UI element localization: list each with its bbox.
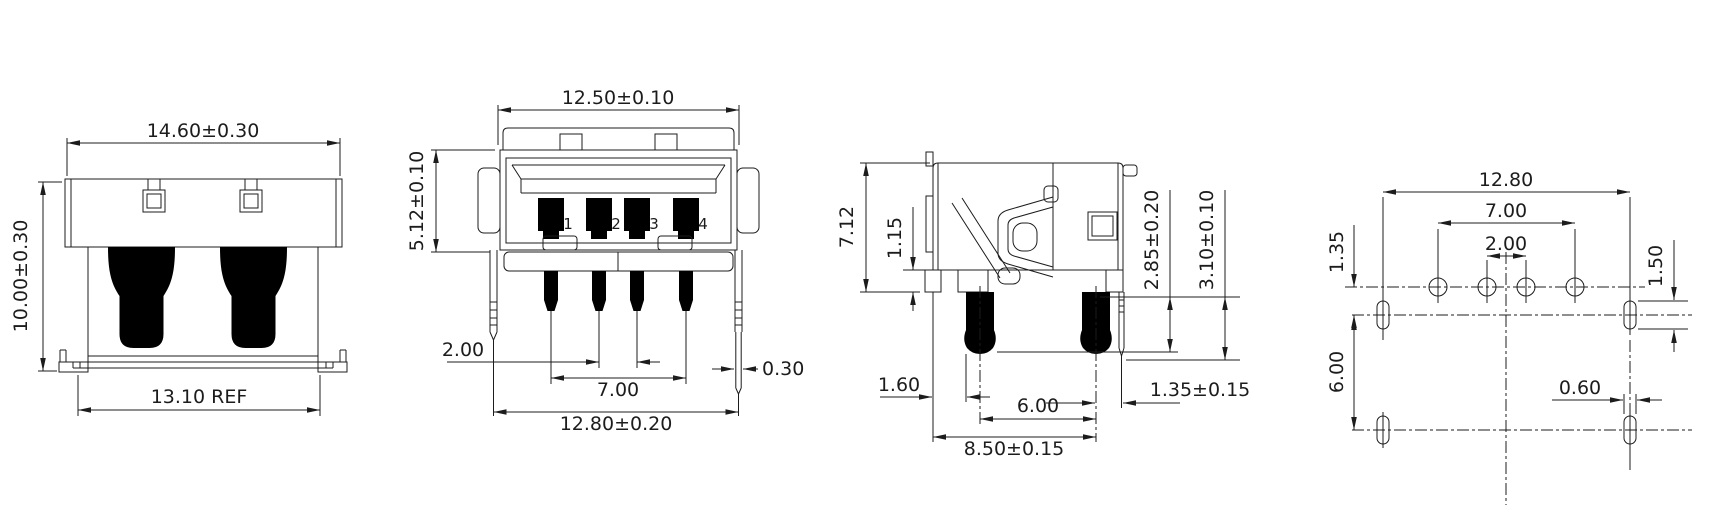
dim-side-standoff: 1.15 xyxy=(884,217,906,259)
dim-fp-slot-length: 1.50 xyxy=(1645,245,1667,287)
face-body-outline: 1 2 3 4 xyxy=(477,127,760,396)
dim-front-height: 10.00±0.30 xyxy=(10,220,32,333)
usb-tongue xyxy=(511,164,726,194)
contact-1 xyxy=(538,198,564,239)
dim-front-width: 14.60±0.30 xyxy=(147,120,260,142)
dim-face-span: 7.00 xyxy=(597,379,639,401)
shell-leg-left xyxy=(489,250,498,342)
pin-label-1: 1 xyxy=(563,215,573,233)
pin-3 xyxy=(630,265,644,316)
dim-face-width: 12.50±0.10 xyxy=(562,87,675,109)
dim-fp-row-gap: 6.00 xyxy=(1326,351,1348,393)
view-front: 14.60±0.30 10.00±0.30 13.10 REF xyxy=(10,120,348,416)
view-footprint: 12.80 7.00 2.00 1.35 6.00 1.50 0.60 xyxy=(1326,169,1692,505)
contact-4 xyxy=(673,198,699,239)
contact-spring-right xyxy=(220,247,287,348)
dim-side-back-leg: 1.35±0.15 xyxy=(1150,379,1251,401)
side-ear-left xyxy=(477,167,501,234)
dim-side-leg-length: 3.10±0.10 xyxy=(1196,190,1218,291)
contact-3 xyxy=(624,198,650,239)
front-body-outline xyxy=(58,178,348,373)
dim-side-height: 7.12 xyxy=(836,206,858,248)
dim-fp-shell-span: 12.80 xyxy=(1479,169,1533,191)
face-dimensions: 12.50±0.10 5.12±0.10 2.00 7.00 12.80±0.2… xyxy=(406,87,804,435)
side-dimensions: 7.12 1.15 2.85±0.20 3.10±0.10 1.60 6.00 xyxy=(836,162,1251,460)
dim-fp-pin-span: 7.00 xyxy=(1485,200,1527,222)
dim-side-pin-length: 2.85±0.20 xyxy=(1141,190,1163,291)
latch-spring xyxy=(997,196,1054,278)
pin-label-4: 4 xyxy=(698,215,708,233)
dim-face-pitch: 2.00 xyxy=(442,339,484,361)
dim-side-overall: 8.50±0.15 xyxy=(964,438,1065,460)
dim-face-legs: 12.80±0.20 xyxy=(560,413,673,435)
dim-fp-row-offset: 1.35 xyxy=(1326,231,1348,273)
contact-2 xyxy=(586,198,612,239)
pin-label-3: 3 xyxy=(649,215,659,233)
contact-spring-left xyxy=(108,247,175,348)
dim-fp-pitch: 2.00 xyxy=(1485,233,1527,255)
back-shell-leg xyxy=(1118,292,1125,358)
dim-face-thick: 0.30 xyxy=(762,358,804,380)
pin-1 xyxy=(544,265,558,316)
shell-leg-right xyxy=(734,250,743,332)
dim-front-base: 13.10 REF xyxy=(151,386,248,408)
view-face: 1 2 3 4 12.50±0.10 xyxy=(406,87,804,435)
footprint-dimensions: 12.80 7.00 2.00 1.35 6.00 1.50 0.60 xyxy=(1326,169,1688,430)
dim-side-offset: 1.60 xyxy=(878,374,920,396)
dim-side-spacing: 6.00 xyxy=(1017,395,1059,417)
front-dimensions: 14.60±0.30 10.00±0.30 13.10 REF xyxy=(10,120,341,416)
side-body-outline xyxy=(924,151,1138,442)
pin-4 xyxy=(679,265,693,316)
pin-label-2: 2 xyxy=(611,215,621,233)
side-ear-right xyxy=(736,167,760,234)
dim-fp-slot-width: 0.60 xyxy=(1559,377,1601,399)
view-side: 7.12 1.15 2.85±0.20 3.10±0.10 1.60 6.00 xyxy=(836,151,1251,460)
pin-2 xyxy=(592,265,606,316)
dim-face-height: 5.12±0.10 xyxy=(406,151,428,252)
